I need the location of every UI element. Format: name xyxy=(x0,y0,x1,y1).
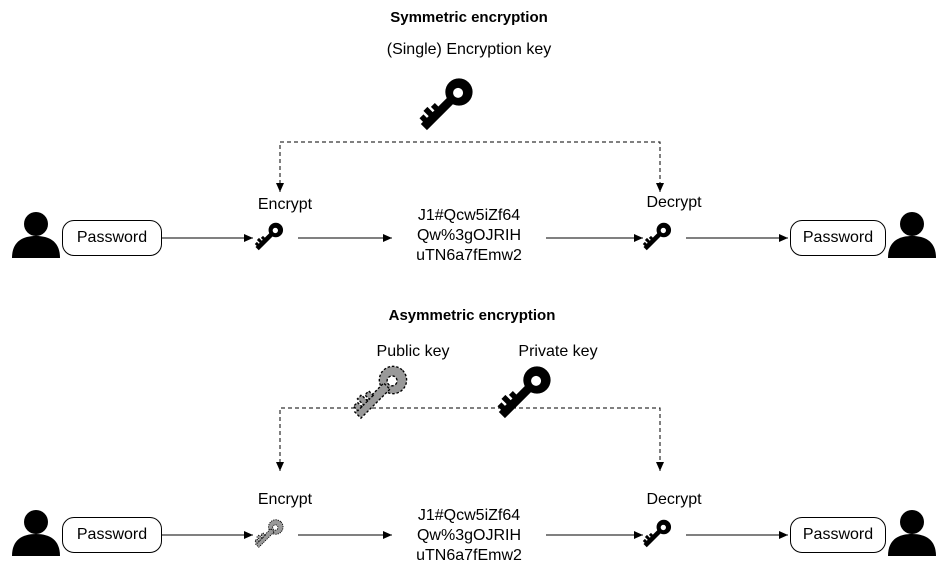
sender-user-icon xyxy=(12,212,60,258)
encrypt-key-icon xyxy=(251,219,287,254)
sender-user-icon-2 xyxy=(12,510,60,556)
single-key-icon xyxy=(414,72,479,137)
ciphertext-line: uTN6a7fEmw2 xyxy=(416,547,522,564)
decrypt-label: Decrypt xyxy=(646,194,702,211)
encrypt-label: Encrypt xyxy=(257,196,313,213)
ciphertext-line: J1#Qcw5iZf64 xyxy=(417,507,521,524)
ciphertext-block: J1#Qcw5iZf64 Qw%3gOJRIH uTN6a7fEmw2 xyxy=(416,206,522,266)
encrypt-label-2: Encrypt xyxy=(257,491,313,508)
public-key-icon xyxy=(347,360,413,426)
ciphertext-line: Qw%3gOJRIH xyxy=(416,227,522,244)
ciphertext-line: Qw%3gOJRIH xyxy=(416,527,522,544)
single-key-label: (Single) Encryption key xyxy=(386,41,552,58)
public-key-label: Public key xyxy=(376,343,450,360)
password-box-left-2: Password xyxy=(62,517,162,553)
asymmetric-key-path xyxy=(279,407,661,470)
symmetric-key-path xyxy=(279,141,661,191)
encrypt-public-key-icon xyxy=(251,516,287,552)
decrypt-key-icon xyxy=(639,219,675,254)
decrypt-label-2: Decrypt xyxy=(646,491,702,508)
ciphertext-block-2: J1#Qcw5iZf64 Qw%3gOJRIH uTN6a7fEmw2 xyxy=(416,506,522,566)
password-box-right-2: Password xyxy=(790,517,886,553)
private-key-icon xyxy=(492,360,557,425)
symmetric-title: Symmetric encryption xyxy=(390,9,548,26)
ciphertext-line: J1#Qcw5iZf64 xyxy=(417,207,521,224)
decrypt-private-key-icon xyxy=(639,516,675,551)
password-box-left: Password xyxy=(62,220,162,256)
ciphertext-line: uTN6a7fEmw2 xyxy=(416,247,522,264)
private-key-label: Private key xyxy=(518,343,598,360)
receiver-user-icon-2 xyxy=(888,510,936,556)
asymmetric-title: Asymmetric encryption xyxy=(388,307,556,324)
receiver-user-icon xyxy=(888,212,936,258)
password-box-right: Password xyxy=(790,220,886,256)
